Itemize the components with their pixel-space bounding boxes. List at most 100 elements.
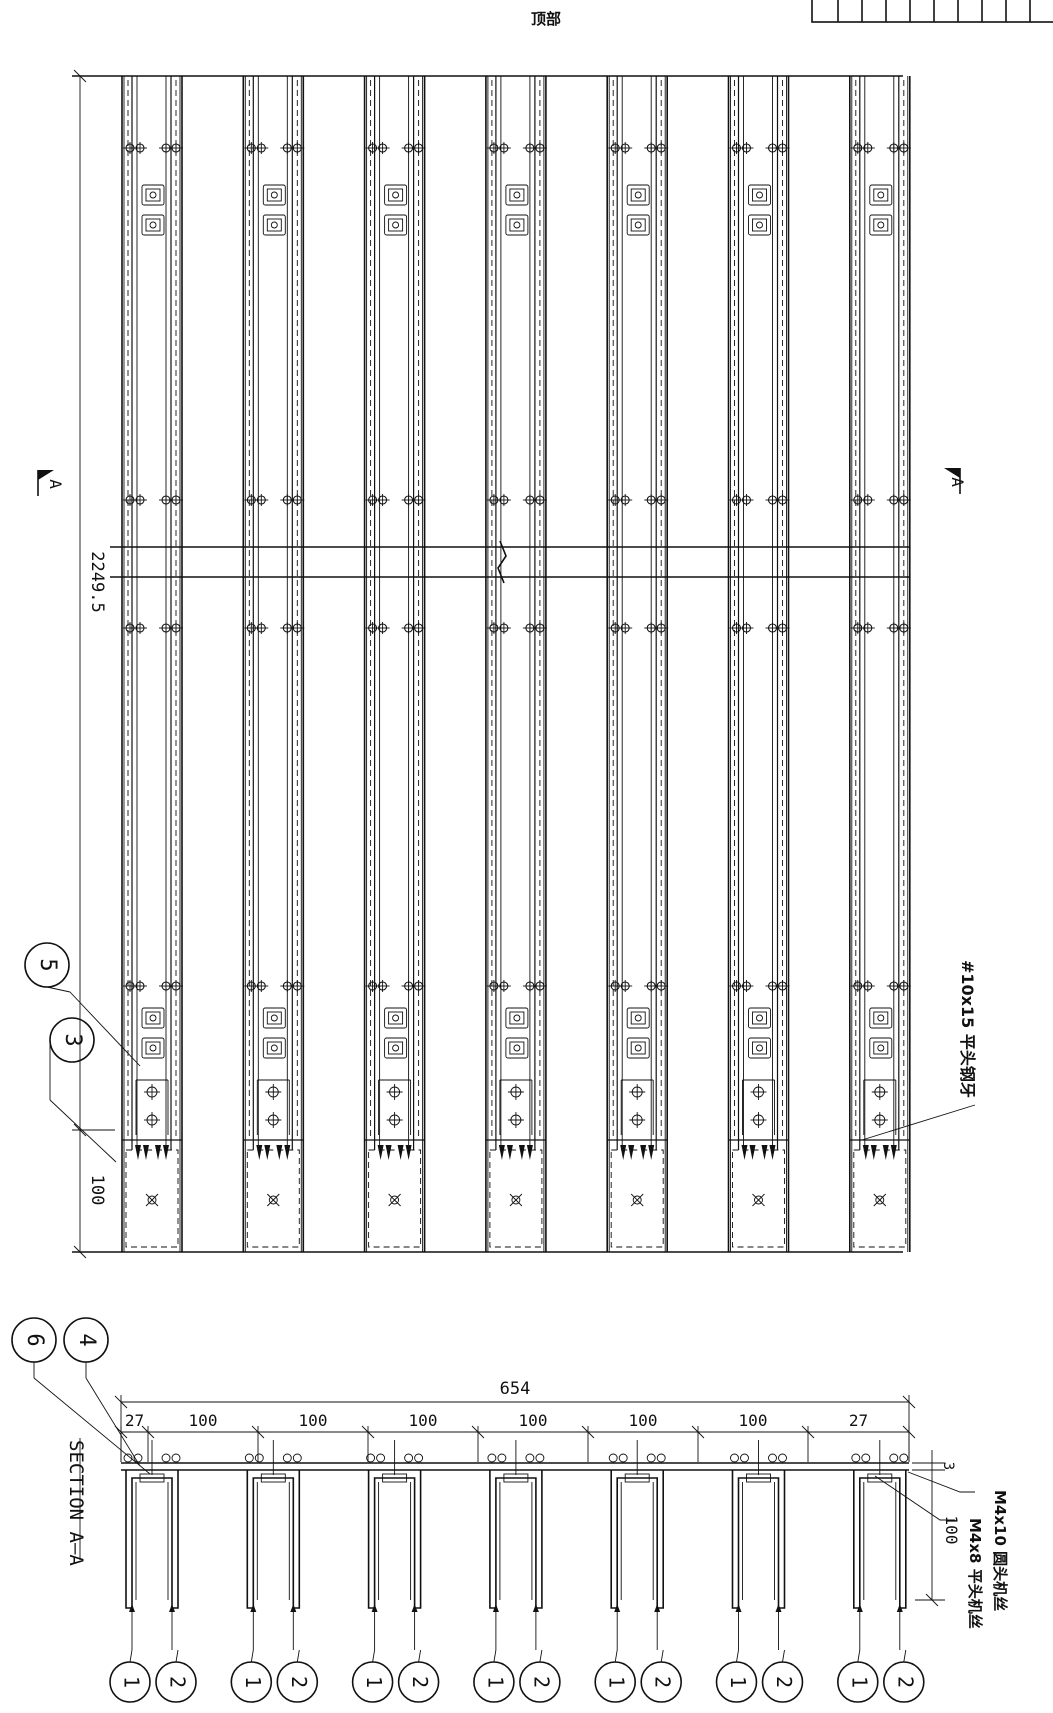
screw-head xyxy=(525,1453,535,1463)
part-callout-label: 1 xyxy=(120,1676,144,1688)
screw-note-text: #10x15 平头钢牙 xyxy=(958,960,977,1098)
clip-bracket xyxy=(141,184,165,206)
screw-tip xyxy=(620,1145,627,1160)
screw-tip xyxy=(498,1145,505,1160)
callout-4: 4 xyxy=(63,1317,141,1467)
screw-tip xyxy=(397,1145,404,1160)
channel-profile xyxy=(366,1440,424,1650)
plan-columns xyxy=(121,76,911,1252)
screw-head xyxy=(487,1453,497,1463)
screw-tip xyxy=(870,1145,877,1160)
screw-head xyxy=(244,1453,254,1463)
spacing-dimension: 100 xyxy=(629,1411,658,1430)
screw-head xyxy=(646,1453,656,1463)
screw-head xyxy=(851,1453,861,1463)
part-callout xyxy=(882,1661,925,1703)
end-plate-hole xyxy=(754,1195,763,1205)
clip-bracket xyxy=(748,184,771,206)
plan-column xyxy=(606,76,669,1252)
screw-head xyxy=(414,1453,424,1463)
part-callout xyxy=(109,1661,151,1703)
spacing-dimension: 100 xyxy=(299,1411,328,1430)
screw-head xyxy=(282,1453,292,1463)
plan-column xyxy=(363,76,426,1252)
screw-tip xyxy=(155,1145,161,1160)
channel-profile xyxy=(730,1440,787,1650)
clip-bracket xyxy=(748,1037,771,1059)
screw-head xyxy=(254,1453,264,1463)
channel-profile xyxy=(487,1440,545,1650)
section-overall-width: 654 xyxy=(500,1379,531,1399)
screw-tip xyxy=(862,1145,869,1160)
clip-bracket xyxy=(626,1007,650,1029)
spacing-dimension: 27 xyxy=(125,1411,144,1430)
callout-6-label: 6 xyxy=(22,1333,47,1346)
screw-tip xyxy=(648,1145,655,1160)
plan-column xyxy=(727,76,790,1252)
screw-tip xyxy=(377,1145,384,1160)
screw-head xyxy=(497,1453,507,1463)
spacing-dimension: 27 xyxy=(849,1411,868,1430)
callout-6: 6 xyxy=(11,1317,151,1475)
clip-bracket xyxy=(626,1037,650,1059)
clip-bracket xyxy=(262,214,286,236)
plan-column xyxy=(848,76,911,1252)
screw-head xyxy=(889,1453,899,1463)
part-callout xyxy=(715,1661,758,1703)
screw-tip xyxy=(640,1145,647,1160)
part-callout-label: 2 xyxy=(893,1676,917,1688)
screw-head xyxy=(730,1453,739,1463)
part-callout-label: 2 xyxy=(651,1676,675,1688)
screw-head xyxy=(768,1453,777,1463)
screw-tip xyxy=(518,1145,525,1160)
clip-bracket xyxy=(384,1007,408,1029)
part-callout xyxy=(640,1661,683,1703)
plan-column xyxy=(121,76,183,1252)
channel-profile xyxy=(123,1440,181,1650)
screw-tip xyxy=(769,1145,776,1160)
section-marker-right: A xyxy=(944,468,967,494)
part-callout-label: 1 xyxy=(362,1676,386,1688)
clip-bracket xyxy=(505,214,529,236)
part-callout-label: 1 xyxy=(605,1676,629,1688)
screw-head xyxy=(161,1453,171,1463)
screw-head xyxy=(618,1453,628,1463)
clip-bracket xyxy=(262,1007,286,1029)
plan-column xyxy=(242,76,305,1252)
channel-profile xyxy=(851,1440,909,1650)
section-profiles xyxy=(123,1440,909,1650)
end-plate-hole xyxy=(875,1195,885,1205)
screw-head xyxy=(778,1453,787,1463)
clip-bracket xyxy=(262,1037,286,1059)
screw-tip xyxy=(143,1145,149,1160)
screw-tip xyxy=(256,1145,263,1160)
screw-tip xyxy=(890,1145,897,1160)
part-callout xyxy=(397,1661,440,1703)
clip-bracket xyxy=(748,1007,771,1029)
end-plate-hole xyxy=(511,1195,521,1205)
clip-bracket xyxy=(626,184,650,206)
clip-bracket xyxy=(141,1037,165,1059)
clip-bracket xyxy=(505,1007,529,1029)
overall-dimension: 2249.5 xyxy=(87,551,107,612)
screw-tip xyxy=(506,1145,513,1160)
clip-bracket xyxy=(141,214,165,236)
screw-tip xyxy=(385,1145,392,1160)
screw-tip xyxy=(163,1145,169,1160)
screw-head xyxy=(376,1453,386,1463)
end-plate-hole xyxy=(268,1195,278,1205)
screw-tip xyxy=(135,1145,141,1160)
section-marker-left: A xyxy=(37,470,65,496)
channel-profile xyxy=(244,1440,302,1650)
spacing-dimension: 100 xyxy=(519,1411,548,1430)
clip-bracket xyxy=(748,214,771,236)
clip-bracket xyxy=(869,1037,893,1059)
clip-bracket xyxy=(869,184,893,206)
screw-tip xyxy=(284,1145,291,1160)
spacing-dimension: 100 xyxy=(739,1411,768,1430)
end-dimension: 100 xyxy=(87,1175,107,1206)
screw-tip xyxy=(526,1145,533,1160)
clip-bracket xyxy=(141,1007,165,1029)
part-callout xyxy=(230,1661,273,1703)
